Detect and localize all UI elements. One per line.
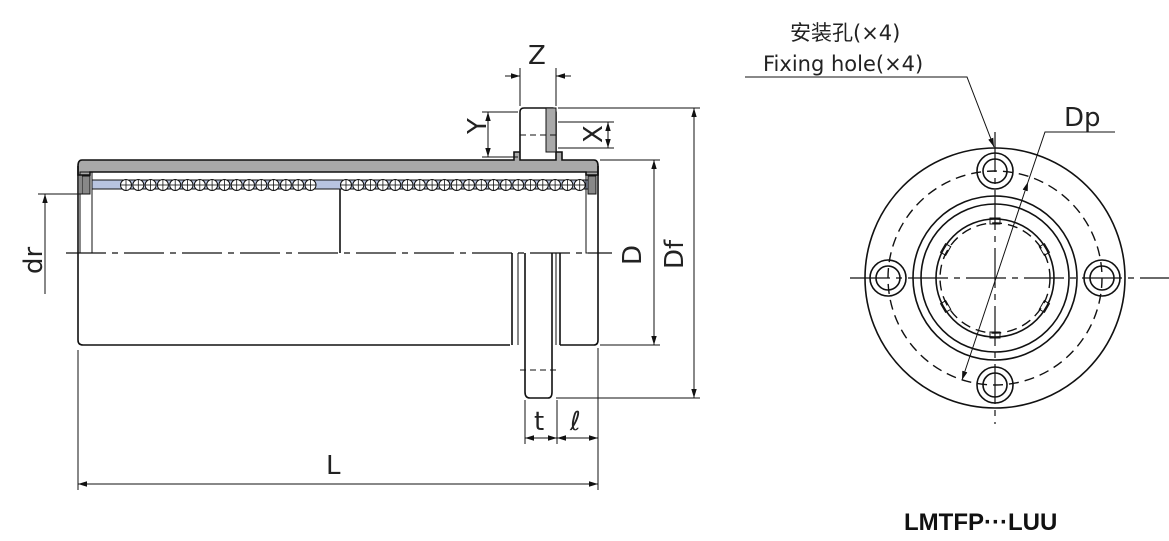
dimension-Z: Z [505,41,571,106]
dimension-L: L [77,350,598,490]
model-label: LMTFP···LUU [904,509,1057,536]
svg-text:Dp: Dp [1064,103,1101,133]
dimension-t-l: t ℓ [524,348,599,490]
dimension-D: D [600,159,660,346]
front-view: 安装孔(×4) Fixing hole(×4) Dp [745,21,1169,424]
svg-text:Y: Y [463,118,493,135]
dimension-Df: Df [556,107,700,399]
svg-text:安装孔(×4): 安装孔(×4) [790,21,900,45]
slot [939,299,952,314]
svg-text:Fixing hole(×4): Fixing hole(×4) [763,52,923,76]
side-view: Z Y X D Df dr [19,41,700,490]
slot [939,242,952,257]
svg-text:D: D [618,245,648,265]
svg-text:Df: Df [660,239,690,269]
svg-text:Z: Z [528,41,546,71]
slot [1038,299,1051,314]
svg-text:L: L [326,451,341,481]
ball-row [120,179,586,191]
svg-text:X: X [579,125,609,143]
svg-text:t: t [534,407,544,437]
dimension-Dp: Dp [961,103,1115,381]
svg-text:dr: dr [19,246,49,274]
dimension-Y: Y [463,111,518,158]
dimension-X: X [558,121,614,149]
outer-shell-section [77,151,599,176]
dimension-dr: dr [19,193,86,294]
slot [1038,242,1051,257]
fixing-hole-callout: 安装孔(×4) Fixing hole(×4) [745,21,995,148]
svg-text:ℓ: ℓ [569,407,581,437]
